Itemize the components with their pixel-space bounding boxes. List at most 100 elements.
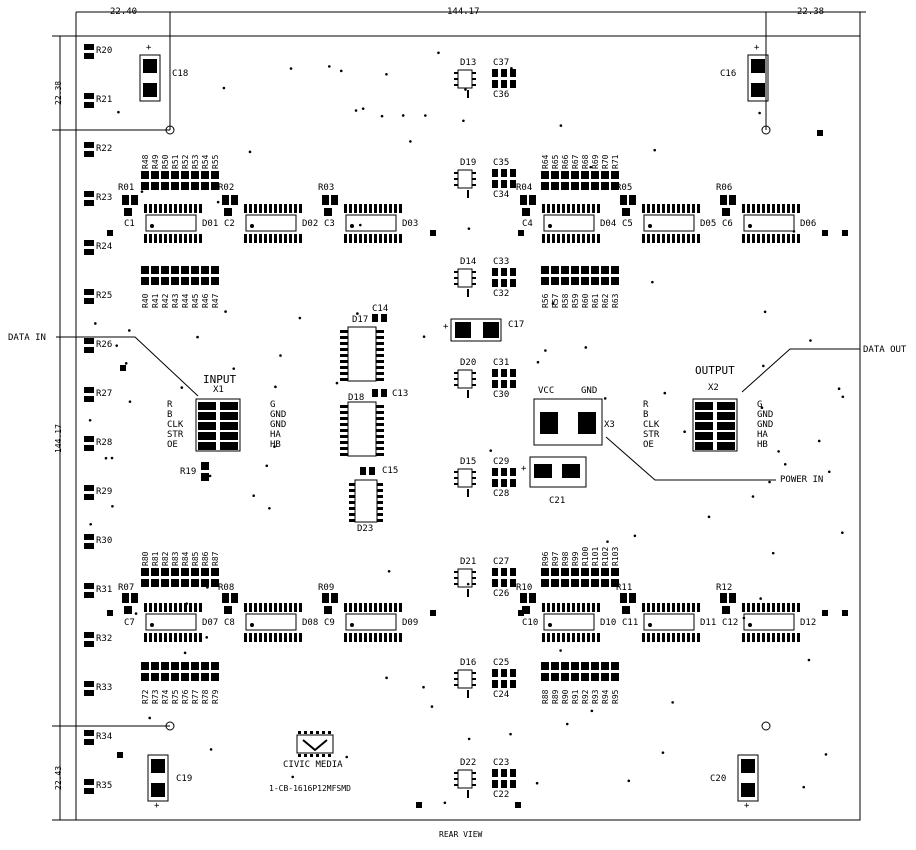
via-dot [535, 781, 539, 785]
bank-br-lower-pad [561, 673, 569, 681]
center-cap-pad [501, 268, 507, 276]
driver-d03-pin [359, 234, 362, 243]
left-resistor-pad [84, 445, 94, 451]
left-resistor-pad [84, 347, 94, 353]
center-transistor-pin [472, 72, 476, 74]
driver-d03-pin [384, 234, 387, 243]
bank-bl-lower-pad [201, 673, 209, 681]
logo-pin [310, 731, 313, 734]
driver-d10-pin [597, 633, 600, 642]
cap-c19-plus: + [154, 801, 160, 811]
ic-d18-body [347, 401, 377, 457]
ic-d18-pin [340, 447, 348, 450]
ic-d18-pin [376, 429, 384, 432]
driver-d01-pin [144, 234, 147, 243]
center-transistor-pin [472, 483, 476, 485]
ic-d23-pin [377, 519, 383, 522]
driver-d04-pin [572, 234, 575, 243]
center-cap-pad [501, 769, 507, 777]
resistor-label: R08 [218, 583, 235, 593]
driver-d06-pin [757, 204, 760, 213]
bank-tr-lower-pad [591, 266, 599, 274]
resistor-pad [520, 195, 527, 205]
resistor-label: R05 [616, 183, 633, 193]
center-cap-label: C27 [493, 557, 510, 567]
bank-bl-upper-pad [161, 579, 169, 587]
bank-tl-upper-label: R50 [161, 154, 170, 169]
via-dot [387, 569, 391, 573]
bank-br-upper-label: R100 [581, 546, 590, 566]
center-transistor-body [457, 468, 473, 488]
center-cap-pad [501, 69, 507, 77]
center-transistor-pin [454, 577, 458, 579]
driver-d08-pin [259, 633, 262, 642]
input-connector-pad [220, 442, 238, 450]
center-transistor-body [457, 568, 473, 588]
driver-d11-pin [657, 633, 660, 642]
driver-d05-pin [642, 204, 645, 213]
bank-tr-lower-pad [601, 266, 609, 274]
bank-tr-upper-pad [551, 171, 559, 179]
driver-d11-pin [672, 633, 675, 642]
driver-d05-pin [697, 204, 700, 213]
ic-d18-pin [376, 405, 384, 408]
cap-c20-pad [741, 783, 755, 797]
bank-br-upper-label: R102 [601, 546, 610, 566]
logo-pin [310, 754, 313, 757]
driver-d01-body [145, 214, 197, 232]
bank-tr-lower-pad [581, 266, 589, 274]
left-resistor-label: R33 [96, 683, 113, 693]
center-cap-pad [510, 169, 516, 177]
driver-d07-pin [164, 603, 167, 612]
bank-bl-upper-label: R83 [171, 551, 180, 566]
via-dot [354, 109, 358, 112]
bank-tl-lower-pad [191, 266, 199, 274]
bank-tl-lower-pad [201, 266, 209, 274]
output-pin-label-left: STR [643, 430, 660, 440]
driver-d05-pin [682, 204, 685, 213]
driver-d09-pin [349, 603, 352, 612]
bank-br-upper-pad [581, 579, 589, 587]
via-dot [345, 755, 349, 759]
cap-c16-pad [751, 59, 765, 73]
callout-power-in: POWER IN [780, 475, 824, 485]
bank-tr-lower-pad [611, 266, 619, 274]
driver-d08-pin [289, 603, 292, 612]
bank-tr-upper-label: R67 [571, 154, 580, 169]
via-dot [443, 801, 447, 805]
center-transistor-pin [472, 477, 476, 479]
driver-d06-body [743, 214, 795, 232]
driver-d01-pin1 [150, 224, 154, 228]
resistor-pad [629, 593, 636, 603]
driver-d07-pin [159, 603, 162, 612]
ic-d18-pin [340, 435, 348, 438]
output-connector-pad [717, 432, 735, 440]
bank-tl-upper-pad [161, 171, 169, 179]
cap-label: C5 [622, 219, 633, 229]
driver-d01-pin [194, 204, 197, 213]
cap-c14-pad [381, 314, 387, 322]
power-gnd: GND [581, 386, 598, 396]
driver-d03-pin [374, 234, 377, 243]
bank-tl-upper-label: R51 [171, 154, 180, 169]
bank-tl-upper-pad [191, 182, 199, 190]
driver-d02-pin [264, 204, 267, 213]
bank-tr-lower-label: R61 [591, 293, 600, 308]
via-dot [758, 111, 761, 115]
driver-d02-pin [259, 204, 262, 213]
cap-label: C6 [722, 219, 733, 229]
bank-bl-upper-pad [161, 568, 169, 576]
bank-tr-upper-label: R66 [561, 154, 570, 169]
resistor-label: R03 [318, 183, 335, 193]
via-dot [196, 335, 199, 339]
left-resistor-pad [84, 249, 94, 255]
bank-bl-upper-label: R87 [211, 551, 220, 566]
via-dot [627, 779, 631, 783]
bank-bl-lower-label: R75 [171, 689, 180, 704]
driver-d11-pin [677, 603, 680, 612]
center-transistor-body [457, 268, 473, 288]
left-resistor-pad [84, 690, 94, 696]
driver-d10-pin1 [548, 623, 552, 627]
input-pin-label-right: G [270, 400, 276, 410]
driver-d10-pin [557, 603, 560, 612]
